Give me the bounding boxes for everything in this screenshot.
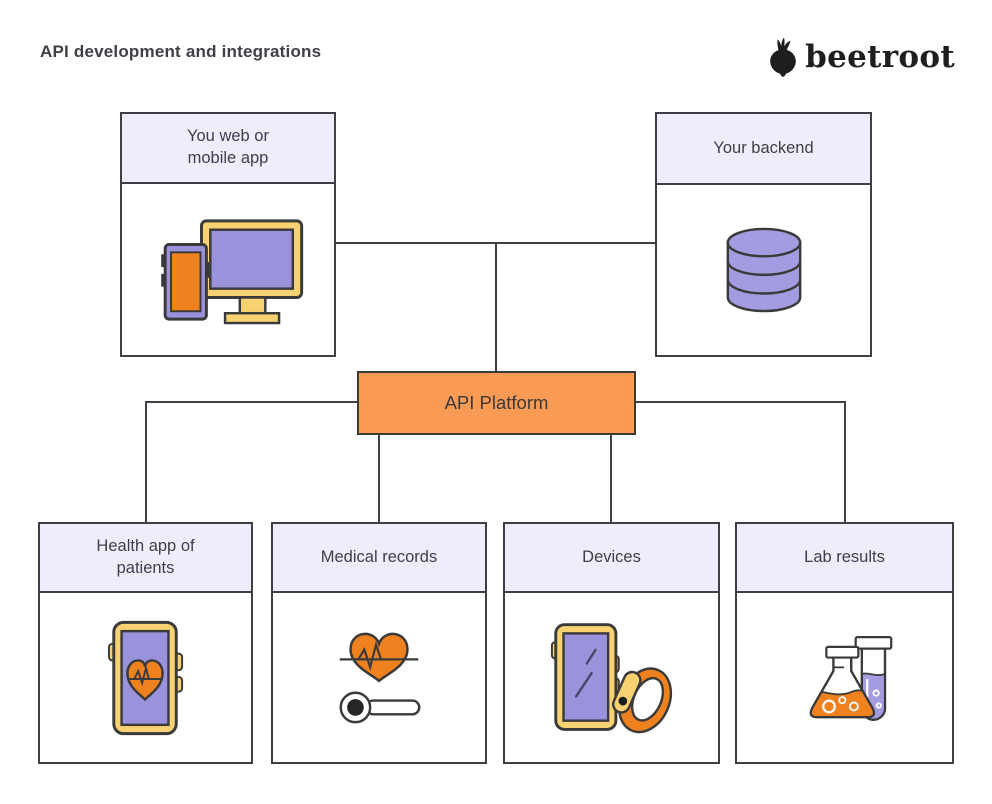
connector-lab-vertical: [844, 402, 846, 522]
node-web-mobile-app: You web or mobile app: [120, 112, 336, 357]
phone-heart-icon: [107, 620, 183, 735]
node-health-app: Health app of patients: [38, 522, 253, 764]
heart-thermometer-icon: [339, 632, 421, 723]
beet-icon: [770, 37, 796, 77]
node-devices: Devices: [503, 522, 720, 764]
page-title: API development and integrations: [40, 42, 322, 61]
node-health-app-header: Health app of patients: [40, 524, 251, 593]
node-devices-header: Devices: [505, 524, 718, 593]
node-medical-records-header: Medical records: [273, 524, 485, 593]
database-icon: [726, 227, 801, 313]
node-backend: Your backend: [655, 112, 872, 357]
connector-health-vertical: [145, 402, 147, 522]
node-lab-results: Lab results: [735, 522, 954, 764]
node-health-app-body: [40, 593, 251, 762]
connector-top-vertical: [495, 243, 497, 372]
node-backend-label: Your backend: [713, 138, 814, 157]
node-lab-results-label: Lab results: [804, 547, 885, 566]
connector-left-horizontal: [145, 401, 357, 403]
node-devices-body: [505, 593, 718, 762]
node-backend-body: [657, 185, 870, 355]
connector-medical-vertical: [378, 435, 380, 522]
node-lab-results-body: [737, 593, 952, 762]
brand-logo: beetroot: [768, 36, 955, 78]
node-web-mobile-app-label: You web or mobile app: [187, 127, 269, 167]
node-devices-label: Devices: [582, 547, 641, 566]
connector-right-horizontal: [636, 401, 846, 403]
desktop-and-phone-icon: [161, 218, 304, 324]
node-medical-records-body: [273, 593, 485, 762]
node-api-platform-label: API Platform: [444, 392, 549, 413]
node-web-mobile-app-body: [122, 184, 334, 355]
connector-devices-vertical: [610, 435, 612, 522]
node-lab-results-header: Lab results: [737, 524, 952, 593]
phone-fitness-band-icon: [550, 622, 672, 733]
flask-testtube-icon: [809, 635, 892, 721]
node-backend-header: Your backend: [657, 114, 870, 185]
node-web-mobile-app-header: You web or mobile app: [122, 114, 334, 184]
brand-wordmark: beetroot: [805, 38, 955, 75]
node-api-platform: API Platform: [357, 371, 636, 435]
node-medical-records-label: Medical records: [320, 547, 438, 566]
node-medical-records: Medical records: [271, 522, 487, 764]
node-health-app-label: Health app of patients: [96, 536, 195, 577]
